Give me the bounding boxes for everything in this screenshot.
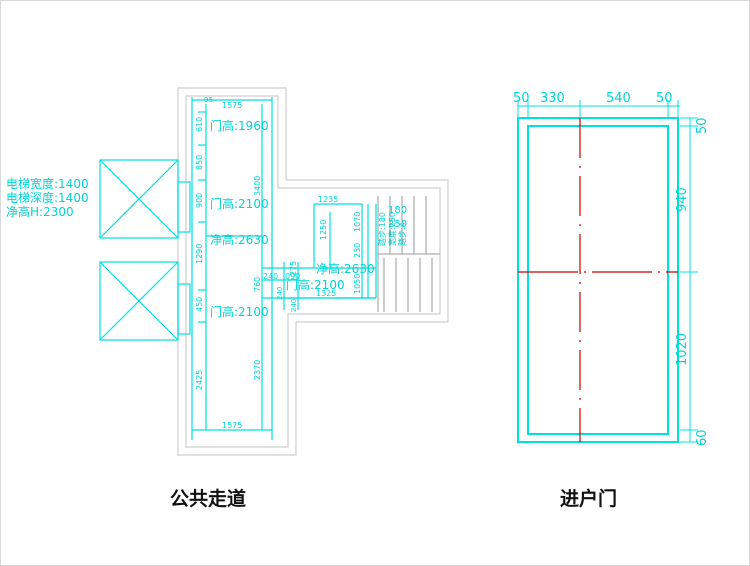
elevator-door-1 [177,181,191,233]
dim-text: 1250 [319,220,328,240]
dim-text: 090 [285,272,300,281]
dim-text: 330 [540,91,565,106]
door-inner-frame [527,125,669,435]
door-frame [517,117,679,443]
dim-text: 1575 [222,421,242,430]
net-height-label: 净高:2630 [316,261,375,276]
door-outer-frame [517,117,679,443]
dim-text: 1050 [353,274,362,294]
elevator-spec: 电梯宽度:1400 [6,176,89,191]
corridor-caption: 公共走道 [170,488,247,510]
dim-text: 900 [195,193,204,208]
door-height-label: 门高:2100 [210,196,269,211]
dim-text: 240 [276,287,284,300]
corridor-inner-outline [185,95,441,448]
dim-text: 60 [695,429,710,446]
dim-text: 3400 [253,176,262,196]
dim-text: 2370 [253,360,262,380]
dim-text: 1235 [318,195,338,204]
stair-dim: 180 [388,205,407,216]
dim-text: 50 [695,117,710,134]
dim-text: 1020 [675,333,690,366]
elevator-cross [99,261,179,341]
dim-text: 760 [253,277,262,292]
dim-text: 240 [263,272,278,281]
dim-text: 240 [290,299,298,312]
elevator-spec: 净高H:2300 [6,204,74,219]
stair-dim: 250 [388,219,407,230]
net-height-label: 净高:2630 [210,232,269,247]
door-height-label: 门高:1960 [210,118,269,133]
dim-text: 1575 [222,101,242,110]
cad-cyan-lines [99,97,377,440]
dim-text: 850 [195,155,204,170]
dim-text: 275 [289,261,298,276]
dim-text: 610 [195,117,204,132]
dim-text: 230 [353,243,362,258]
door-dim-labels: 50 330 540 50 50 940 1020 60 [513,91,710,446]
door-height-label: 门高:2100 [286,277,345,292]
corridor-outline [177,87,449,456]
dim-text: 50 [513,91,530,106]
staircase [377,196,440,312]
corridor-labels: 电梯宽度:1400 电梯深度:1400 净高H:2300 门高:1960 门高:… [6,96,407,430]
dim-text: 1325 [316,289,336,298]
dim-text: 1070 [353,212,362,232]
dim-text: 450 [195,297,204,312]
stair-dim: 踏步:180 [377,212,387,246]
dim-text: 540 [606,91,631,106]
door-height-label: 门高:2100 [210,304,269,319]
door-dims [517,100,698,443]
corridor-vertical-dims: 610 850 900 1290 450 2425 3400 760 2370 … [195,117,407,390]
elevator-cross [99,159,179,239]
door-caption: 进户门 [560,488,618,510]
dim-text: 50 [656,91,673,106]
dim-text: 940 [675,187,690,212]
stair-dim: 踏步:4 [397,222,407,246]
dim-text: 95 [204,96,213,104]
elevator-spec: 电梯深度:1400 [6,190,89,205]
walls [177,87,449,456]
elevator-door-2 [177,283,191,335]
stair-dim: 宽度:250 [387,212,397,246]
door-axes [518,118,678,442]
dim-text: 1290 [195,244,204,264]
dim-text: 2425 [195,370,204,390]
